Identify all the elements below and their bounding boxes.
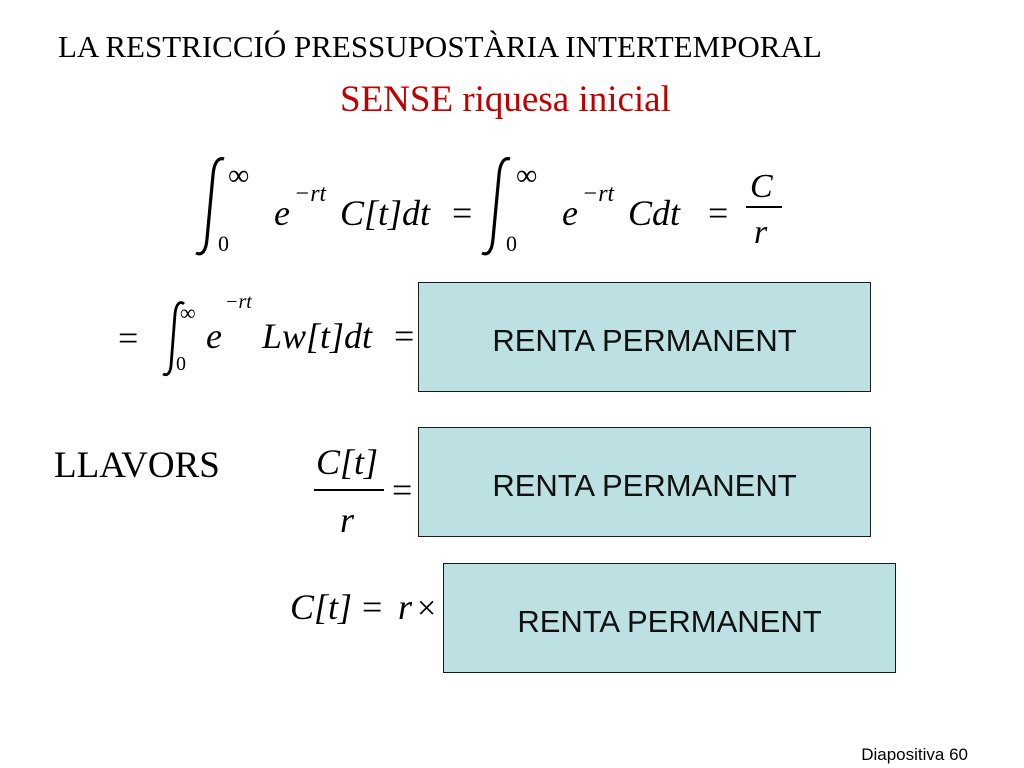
term-c-dt: Cdt	[628, 193, 681, 233]
renta-permanent-box-2: RENTA PERMANENT	[418, 427, 871, 537]
numerator-c-t: C[t]	[316, 442, 378, 482]
equals-1: =	[452, 193, 472, 233]
integral-upper-1: ∞	[228, 159, 249, 192]
equation-consumption-rule: C[t] = r ×	[290, 587, 436, 627]
fraction-numerator: C	[750, 168, 773, 205]
term-c-t-dt: C[t]dt	[340, 193, 431, 233]
slide-number: Diapositiva 60	[861, 745, 968, 764]
var-r: r	[398, 587, 413, 627]
fraction-denominator: r	[754, 214, 768, 251]
exp-power-3: −rt	[225, 291, 252, 313]
integral-lower-1: 0	[218, 231, 229, 256]
integral-lower-2: 0	[506, 231, 517, 256]
exp-base-3: e	[206, 316, 222, 356]
equation-integral-consumption: ∞ 0 e −rt C[t]dt = ∞ 0 e −rt Cdt = C r	[195, 157, 782, 256]
exp-base-2: e	[562, 193, 578, 233]
integral-upper-2: ∞	[516, 159, 537, 192]
equals-trailing-2: =	[394, 316, 414, 356]
exp-power-2: −rt	[582, 181, 616, 207]
denominator-r: r	[340, 500, 355, 540]
integral-sign-2	[481, 157, 511, 256]
renta-permanent-box-1: RENTA PERMANENT	[418, 282, 871, 392]
box-label-2: RENTA PERMANENT	[492, 468, 797, 503]
llavors-label: LLAVORS	[54, 445, 220, 486]
equals-leading: =	[118, 318, 138, 358]
equation-labor-income: = ∞ 0 e −rt Lw[t]dt =	[118, 291, 414, 377]
integral-sign-1	[195, 157, 225, 256]
equals-4: =	[362, 587, 382, 627]
integral-sign-3	[162, 301, 185, 377]
slide-title: LA RESTRICCIÓ PRESSUPOSTÀRIA INTERTEMPOR…	[58, 29, 822, 64]
equals-trailing-3: =	[392, 470, 412, 510]
renta-permanent-box-3: RENTA PERMANENT	[443, 563, 896, 673]
slide-subtitle: SENSE riquesa inicial	[340, 79, 671, 120]
box-label-3: RENTA PERMANENT	[517, 604, 822, 639]
equation-consumption-over-r: C[t] r =	[314, 442, 412, 540]
equals-2: =	[708, 193, 728, 233]
times-sign: ×	[417, 590, 436, 627]
lhs-c-t: C[t]	[290, 587, 352, 627]
integral-lower-3: 0	[176, 353, 186, 375]
exp-power-1: −rt	[294, 181, 328, 207]
integral-upper-3: ∞	[180, 300, 196, 325]
exp-base-1: e	[274, 193, 290, 233]
term-lw-t-dt: Lw[t]dt	[261, 316, 373, 356]
box-label-1: RENTA PERMANENT	[492, 323, 797, 358]
